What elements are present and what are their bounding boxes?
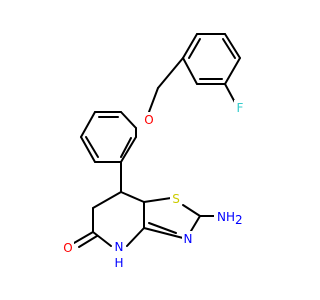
thiazole-nitrogen-label: N	[184, 232, 193, 246]
bond	[126, 227, 145, 247]
thiazole-sulfur-label: S	[172, 192, 180, 206]
bond	[224, 33, 241, 59]
amine-group: NH 2	[214, 209, 243, 227]
bond	[80, 136, 96, 163]
thiazole-sulfur-atom: S	[170, 191, 182, 206]
lactam-hydrogen-atom: H	[112, 255, 126, 270]
bond	[143, 197, 172, 203]
fluorine-label: F	[237, 101, 244, 115]
lactam-nitrogen-atom: N	[112, 239, 126, 254]
bond	[85, 136, 99, 158]
bond	[222, 38, 236, 59]
bond	[78, 235, 98, 248]
molecule-structure: F O S NH 2 N N H O	[62, 33, 246, 270]
carbonyl-oxygen-atom: O	[62, 240, 74, 255]
bond	[182, 204, 201, 217]
fluorine-atom: F	[234, 100, 246, 115]
bond	[92, 191, 122, 209]
lactam-hydrogen-label: H	[114, 256, 123, 270]
bond	[188, 38, 201, 59]
bond	[224, 57, 241, 85]
bond	[120, 111, 137, 129]
molecule-structure-canvas: F O S NH 2 N N H O	[62, 33, 246, 270]
bond	[148, 87, 159, 113]
fluorophenyl-ring	[182, 33, 241, 85]
bond	[157, 57, 184, 89]
bond	[148, 222, 177, 234]
bond	[120, 137, 132, 158]
carbonyl-oxygen-label: O	[63, 241, 72, 255]
bond	[120, 136, 137, 163]
bond	[182, 57, 198, 85]
ether-oxygen-label: O	[144, 113, 153, 127]
bond	[80, 111, 96, 138]
dihydropyridinone-ring	[73, 191, 145, 248]
thiazole-nitrogen-atom: N	[182, 231, 194, 246]
bond	[143, 227, 184, 239]
amine-label: NH	[217, 210, 235, 224]
lactam-nitrogen-label: N	[115, 240, 124, 254]
bond	[92, 231, 112, 247]
central-phenyl-ring	[80, 111, 137, 163]
bond	[73, 231, 94, 244]
bond	[182, 33, 198, 59]
ether-oxygen-atom: O	[143, 112, 155, 127]
bond	[120, 191, 145, 203]
amine-subscript: 2	[235, 213, 243, 227]
